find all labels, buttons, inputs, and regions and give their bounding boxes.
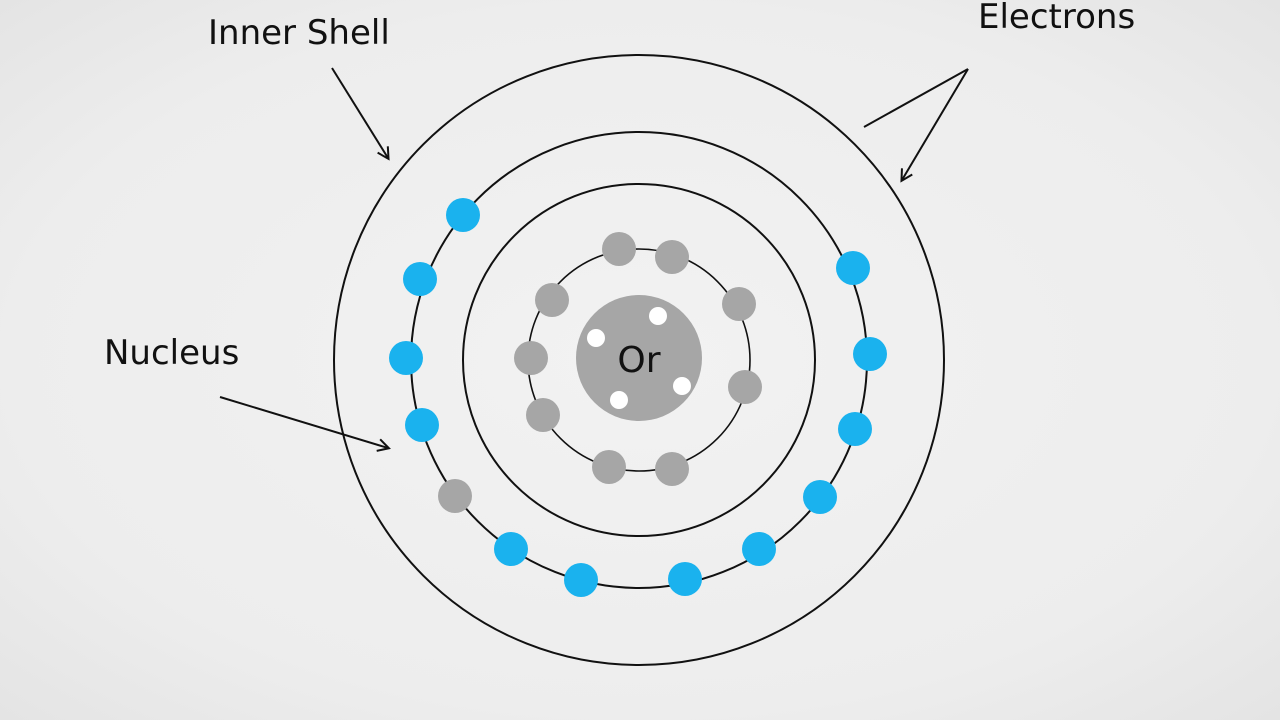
electron (526, 398, 560, 432)
nucleus-symbol: Or (617, 340, 660, 381)
nucleus-particle (649, 307, 667, 325)
inner-ring-electrons (514, 232, 762, 486)
electron (728, 370, 762, 404)
outer-ring-electrons (389, 198, 887, 597)
electron (668, 562, 702, 596)
electron (592, 450, 626, 484)
electron (742, 532, 776, 566)
electron (403, 262, 437, 296)
inner-shell-label: Inner Shell (208, 13, 390, 53)
second-shell (462, 183, 816, 537)
electron (438, 479, 472, 513)
electron (405, 408, 439, 442)
electron (535, 283, 569, 317)
nucleus-core (576, 295, 702, 421)
outermost-shell (333, 54, 945, 666)
electron (494, 532, 528, 566)
electrons-arrow-upper (863, 68, 969, 128)
electron (389, 341, 423, 375)
nucleus-label: Nucleus (104, 333, 240, 373)
nucleus: Or (576, 295, 702, 421)
electron (564, 563, 598, 597)
electron (853, 337, 887, 371)
nucleus-particle (610, 391, 628, 409)
nucleus-arrow (219, 396, 388, 448)
inner-shell-arrow (331, 67, 388, 158)
nucleus-particle (673, 377, 691, 395)
electron (655, 452, 689, 486)
electrons-label: Electrons (978, 0, 1136, 37)
electron (446, 198, 480, 232)
electrons-arrow-lower (902, 68, 969, 180)
electron (722, 287, 756, 321)
electron (836, 251, 870, 285)
electron (602, 232, 636, 266)
electron (655, 240, 689, 274)
electron (838, 412, 872, 446)
electron (514, 341, 548, 375)
nucleus-particle (587, 329, 605, 347)
electron (803, 480, 837, 514)
